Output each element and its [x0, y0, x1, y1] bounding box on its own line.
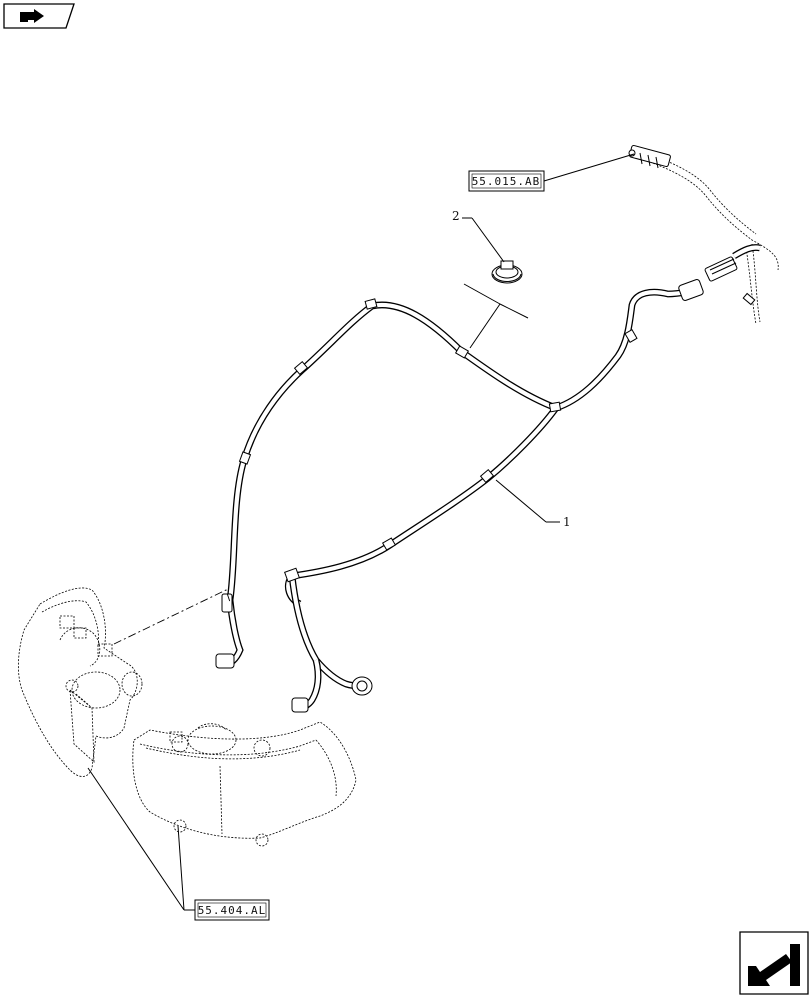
connector-ref-label: 55.015.AB — [472, 175, 541, 188]
section-marker — [463, 283, 529, 349]
callout-clip: 2 — [452, 209, 505, 263]
callout-2-label: 2 — [452, 209, 460, 223]
lamp-reference: 55.404.AL — [87, 767, 270, 921]
back-arrow-icon[interactable] — [739, 931, 809, 995]
callout-harness: 1 — [495, 479, 571, 529]
right-work-lamp — [132, 721, 357, 847]
callout-1-label: 1 — [563, 515, 571, 529]
lamp-ref-label: 55.404.AL — [198, 904, 267, 917]
left-work-lamp — [18, 587, 143, 777]
wiring-harness — [215, 256, 738, 713]
alignment-line — [113, 589, 231, 645]
harness-clip — [491, 260, 523, 284]
forward-arrow-icon[interactable] — [3, 3, 75, 29]
connector-reference: 55.015.AB — [468, 153, 635, 192]
connector-lead — [628, 144, 779, 325]
